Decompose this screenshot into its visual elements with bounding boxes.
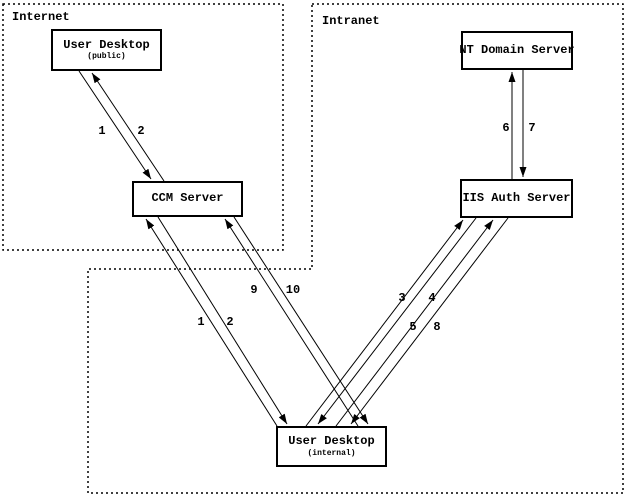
edge-5-internal-desktop-to-iis [335, 219, 494, 427]
edge-2-ccm-to-public-desktop [91, 72, 165, 182]
node-title: CCM Server [151, 191, 224, 206]
edge-3-internal-desktop-to-iis [305, 219, 464, 427]
node-ccm-server: CCM Server [132, 181, 243, 217]
edge-label-7: 7 [528, 121, 536, 135]
edge-4-iis-to-internal-desktop [317, 217, 477, 425]
edge-1-internal-desktop-to-ccm [145, 218, 278, 427]
edge-1-public-desktop-to-ccm [78, 70, 152, 180]
node-subtitle: (internal) [307, 448, 356, 458]
node-nt-domain-server: NT Domain Server [459, 31, 575, 70]
edge-label-6: 6 [502, 121, 510, 135]
node-subtitle: (public) [87, 52, 126, 62]
internet-region-label: Internet [12, 10, 70, 24]
edge-2-ccm-to-internal-desktop [157, 216, 288, 425]
node-title: IIS Auth Server [462, 190, 571, 205]
edge-label-2-internal: 2 [226, 315, 234, 329]
edge-label-1-internal: 1 [197, 315, 205, 329]
edge-label-9: 9 [250, 283, 258, 297]
intranet-region-label: Intranet [322, 14, 380, 28]
edge-label-2-public: 2 [137, 124, 145, 138]
edge-label-8: 8 [433, 320, 441, 334]
node-title: User Desktop [63, 37, 150, 52]
node-user-desktop-public: User Desktop (public) [51, 29, 162, 71]
node-title: User Desktop [288, 434, 375, 448]
edge-8-iis-to-internal-desktop [350, 217, 509, 425]
edge-label-10: 10 [285, 283, 301, 297]
edge-label-5: 5 [409, 320, 417, 334]
node-title: NT Domain Server [459, 42, 575, 57]
edge-9-internal-desktop-to-ccm [224, 218, 359, 427]
edge-label-3: 3 [398, 291, 406, 305]
internet-region-border [2, 3, 284, 251]
intranet-region-border [87, 3, 624, 494]
edge-label-1-public: 1 [98, 124, 106, 138]
edge-10-ccm-to-internal-desktop [233, 216, 369, 425]
edge-label-4: 4 [428, 291, 436, 305]
node-user-desktop-internal: User Desktop (internal) [276, 426, 387, 467]
node-iis-auth-server: IIS Auth Server [460, 179, 573, 218]
